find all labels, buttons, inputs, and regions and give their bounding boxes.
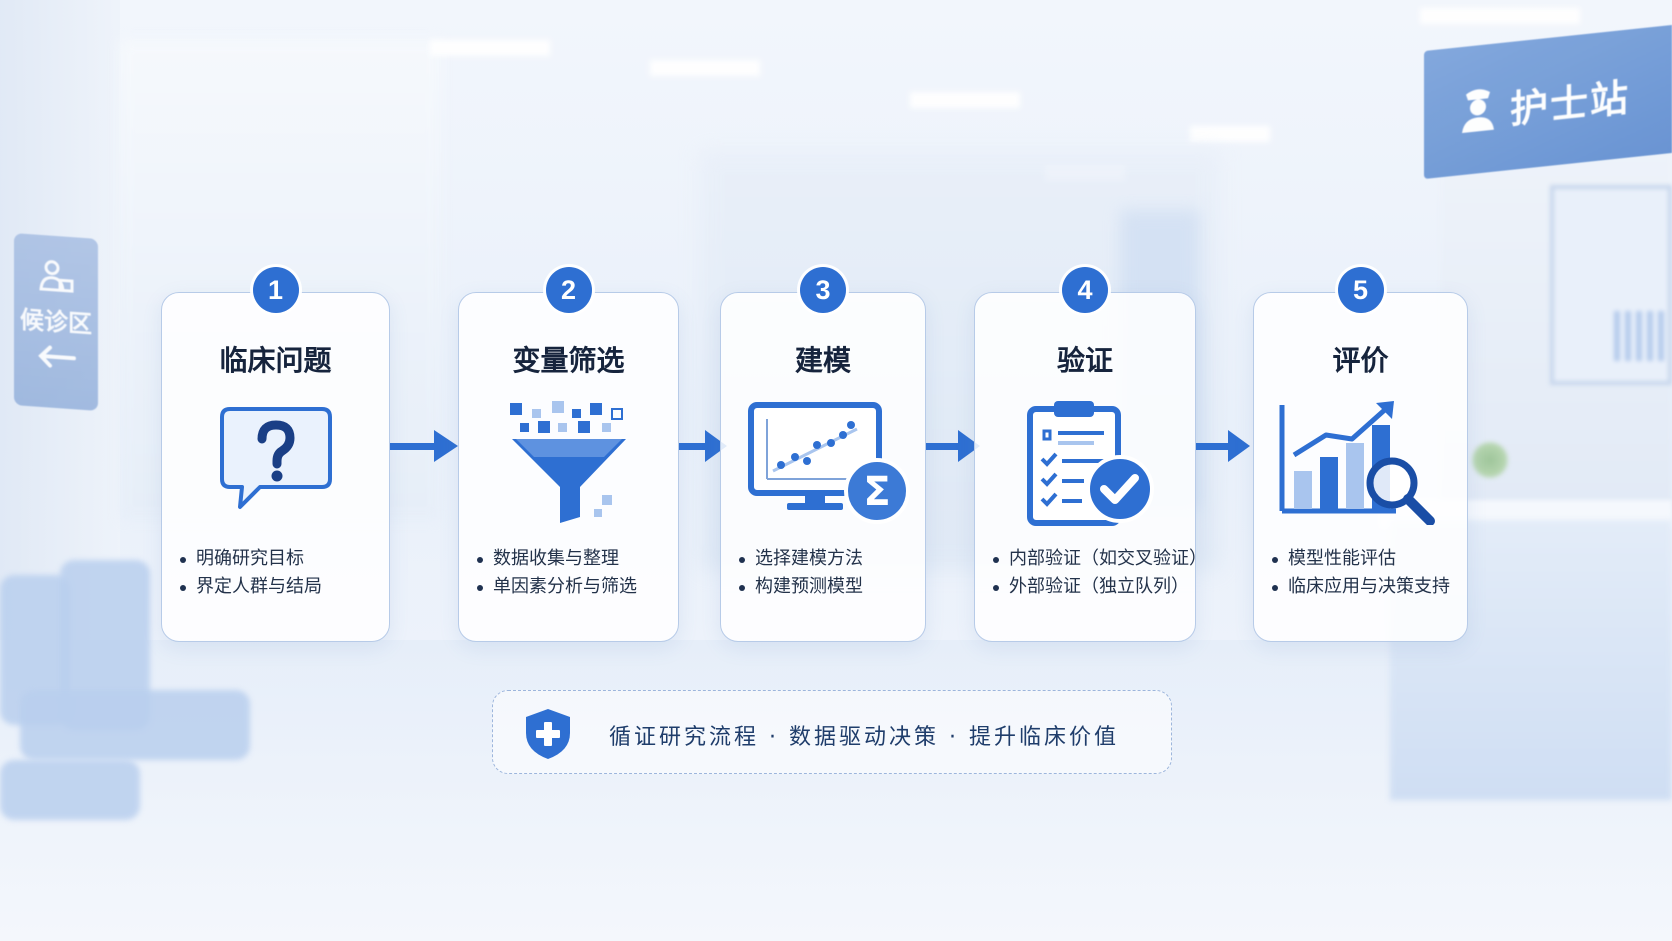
- flow-arrow-1-2: [390, 430, 458, 462]
- bullet-item: 选择建模方法: [721, 545, 925, 573]
- flow-arrow-4-5: [1196, 430, 1250, 462]
- step-card-3: 3 建模 Σ 选择建模方法 构建预测模型: [720, 267, 926, 642]
- people-icon: [39, 260, 74, 293]
- step-number-badge: 5: [1337, 267, 1384, 313]
- step-title: 建模: [794, 344, 851, 377]
- waiting-chair-seat: [20, 690, 250, 760]
- clipboard-check-icon: [1027, 401, 1154, 526]
- step-bullets: 明确研究目标 界定人群与结局: [162, 545, 389, 601]
- step-number-badge: 3: [800, 267, 846, 313]
- step-title: 临床问题: [219, 344, 332, 377]
- flow-arrow-3-4: [926, 430, 980, 462]
- waiting-area-sign: 候诊区: [14, 233, 98, 411]
- step-number-badge: 1: [252, 267, 299, 313]
- step-bullets: 选择建模方法 构建预测模型: [721, 545, 925, 601]
- slogan-banner: 循证研究流程 · 数据驱动决策 · 提升临床价值: [492, 690, 1172, 774]
- step-bullets: 内部验证（如交叉验证） 外部验证（独立队列）: [975, 545, 1207, 601]
- bullet-item: 数据收集与整理: [459, 545, 678, 573]
- step-title: 评价: [1332, 344, 1389, 377]
- medical-shield-icon: [526, 709, 570, 759]
- waiting-chair-seat: [0, 760, 140, 820]
- ceiling-light: [650, 60, 760, 76]
- step-card-2: 2 变量筛选 数据收集与整理 单因素分析与筛选: [458, 267, 679, 642]
- ceiling-light: [910, 92, 1020, 108]
- plant: [1472, 440, 1508, 480]
- wall-monitor: [1550, 185, 1672, 385]
- flow-arrow-2-3: [679, 430, 727, 462]
- step-card-1: 1 临床问题 明确研究目标 界定人群与结局: [161, 267, 390, 642]
- bullet-item: 临床应用与决策支持: [1254, 573, 1467, 601]
- step-title: 验证: [1056, 344, 1113, 377]
- step-number-badge: 2: [545, 267, 592, 313]
- bullet-item: 外部验证（独立队列）: [975, 573, 1195, 601]
- funnel-filter-icon: [509, 401, 626, 523]
- question-bubble-icon: [219, 407, 332, 509]
- nurse-icon: [1462, 89, 1494, 134]
- slogan-text: 循证研究流程 · 数据驱动决策 · 提升临床价值: [609, 725, 1119, 750]
- nurse-station-sign: 护士站: [1424, 24, 1672, 180]
- bullet-item: 界定人群与结局: [162, 573, 389, 601]
- svg-text:Σ: Σ: [863, 469, 890, 515]
- bullet-item: 内部验证（如交叉验证）: [975, 545, 1207, 573]
- step-number-badge: 4: [1062, 267, 1108, 313]
- ceiling-light: [1190, 126, 1270, 142]
- bullet-item: 模型性能评估: [1254, 545, 1467, 573]
- chart-magnifier-icon: [1279, 401, 1435, 525]
- step-card-4: 4 验证 内部验证（如交叉验证） 外部验证（独立队列）: [974, 267, 1207, 642]
- bullet-item: 构建预测模型: [721, 573, 925, 601]
- step-card-5: 5 评价 模型性能评估 临床应用与决策支持: [1253, 267, 1468, 642]
- step-bullets: 模型性能评估 临床应用与决策支持: [1254, 545, 1467, 601]
- step-bullets: 数据收集与整理 单因素分析与筛选: [459, 545, 678, 601]
- bullet-item: 单因素分析与筛选: [459, 573, 678, 601]
- ceiling-light: [430, 40, 550, 56]
- ceiling-light: [1420, 8, 1580, 24]
- bullet-item: 明确研究目标: [162, 545, 389, 573]
- step-title: 变量筛选: [512, 344, 625, 377]
- monitor-regression-icon: Σ: [748, 402, 910, 524]
- arrow-left-icon: [38, 345, 76, 368]
